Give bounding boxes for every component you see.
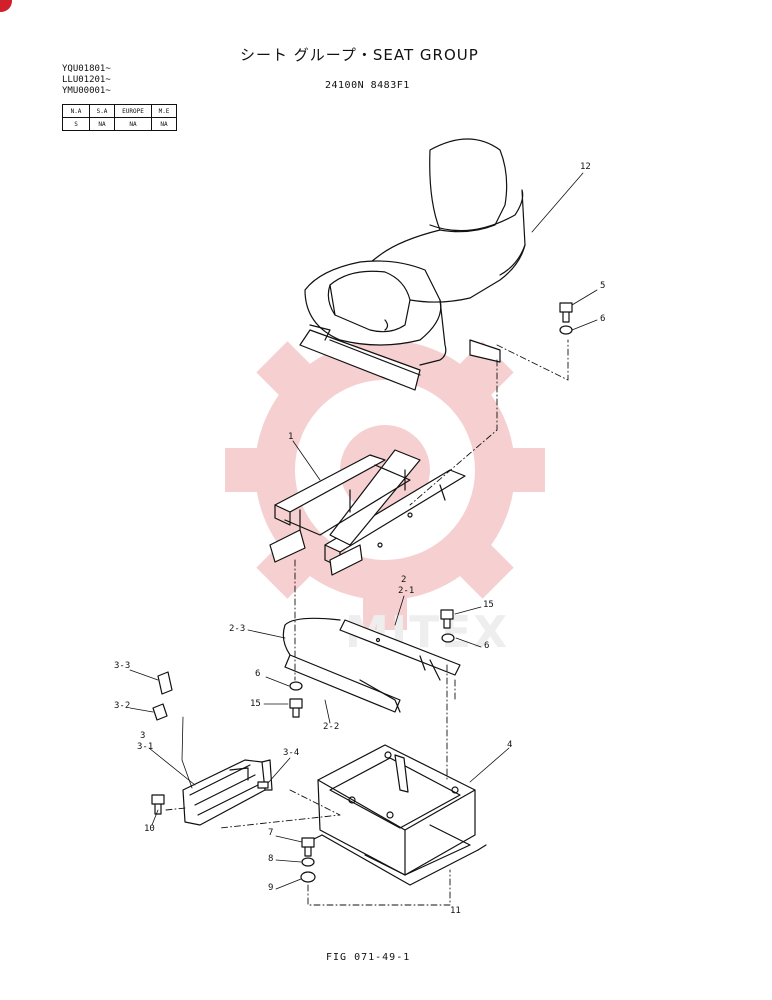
callout-3-2: 3-2 — [114, 701, 131, 711]
small-parts — [151, 302, 573, 883]
callout-12: 12 — [580, 162, 591, 172]
part-3-2 — [152, 703, 168, 721]
washer-6-top — [559, 325, 573, 335]
mounting-box — [311, 744, 487, 886]
seat-assembly — [299, 138, 526, 391]
callout-10: 10 — [144, 824, 155, 834]
callout-15-left: 15 — [250, 699, 261, 709]
bolt-5 — [559, 302, 573, 323]
callout-9: 9 — [268, 883, 274, 893]
washer-9 — [300, 871, 316, 883]
serial-number-1: YQU01801~ — [62, 64, 111, 74]
serial-number-3: YMU00001~ — [62, 86, 111, 96]
callout-1: 1 — [288, 432, 294, 442]
region-value-europe: NA — [114, 117, 152, 131]
region-value-na: S — [62, 117, 90, 131]
callout-2-2: 2-2 — [323, 722, 340, 732]
seat-frame — [269, 449, 466, 576]
callout-11: 11 — [450, 906, 461, 916]
callout-6-right: 6 — [484, 641, 490, 651]
figure-number: FIG 071-49-1 — [326, 952, 411, 963]
callout-5: 5 — [600, 281, 606, 291]
callout-3-1: 3-1 — [137, 742, 154, 752]
part-3-3 — [157, 671, 173, 695]
callout-2-1: 2-1 — [398, 586, 415, 596]
callout-6-left: 6 — [255, 669, 261, 679]
slide-rails — [282, 617, 461, 713]
bolt-15-right — [440, 609, 454, 629]
bolt-15-left — [289, 698, 303, 718]
callout-4: 4 — [507, 740, 513, 750]
bolt-10 — [151, 794, 165, 815]
lever-plate — [182, 759, 273, 826]
callout-15-right: 15 — [483, 600, 494, 610]
serial-number-2: LLU01201~ — [62, 75, 111, 85]
drawing-code: 24100N 8483F1 — [325, 80, 410, 91]
washer-6-left — [289, 681, 303, 691]
region-table: N.A S.A EUROPE M.E S NA NA NA — [62, 104, 177, 131]
part-3-4 — [257, 781, 269, 789]
callout-3-4: 3-4 — [283, 748, 300, 758]
callout-7: 7 — [268, 828, 274, 838]
region-header-row: N.A S.A EUROPE M.E — [62, 104, 177, 118]
callout-8: 8 — [268, 854, 274, 864]
washer-8 — [301, 857, 315, 867]
region-value-row: S NA NA NA — [62, 117, 177, 131]
page-title: シート グループ・SEAT GROUP — [240, 46, 479, 64]
bolt-7 — [301, 837, 315, 857]
region-value-me: NA — [151, 117, 177, 131]
leader-lines — [129, 172, 598, 890]
callout-2-3: 2-3 — [229, 624, 246, 634]
callout-3-3: 3-3 — [114, 661, 131, 671]
assembly-guide-lines — [165, 339, 569, 906]
callout-3: 3 — [140, 731, 146, 741]
washer-6-right — [441, 633, 455, 643]
callout-2: 2 — [401, 575, 407, 585]
callout-6-top: 6 — [600, 314, 606, 324]
